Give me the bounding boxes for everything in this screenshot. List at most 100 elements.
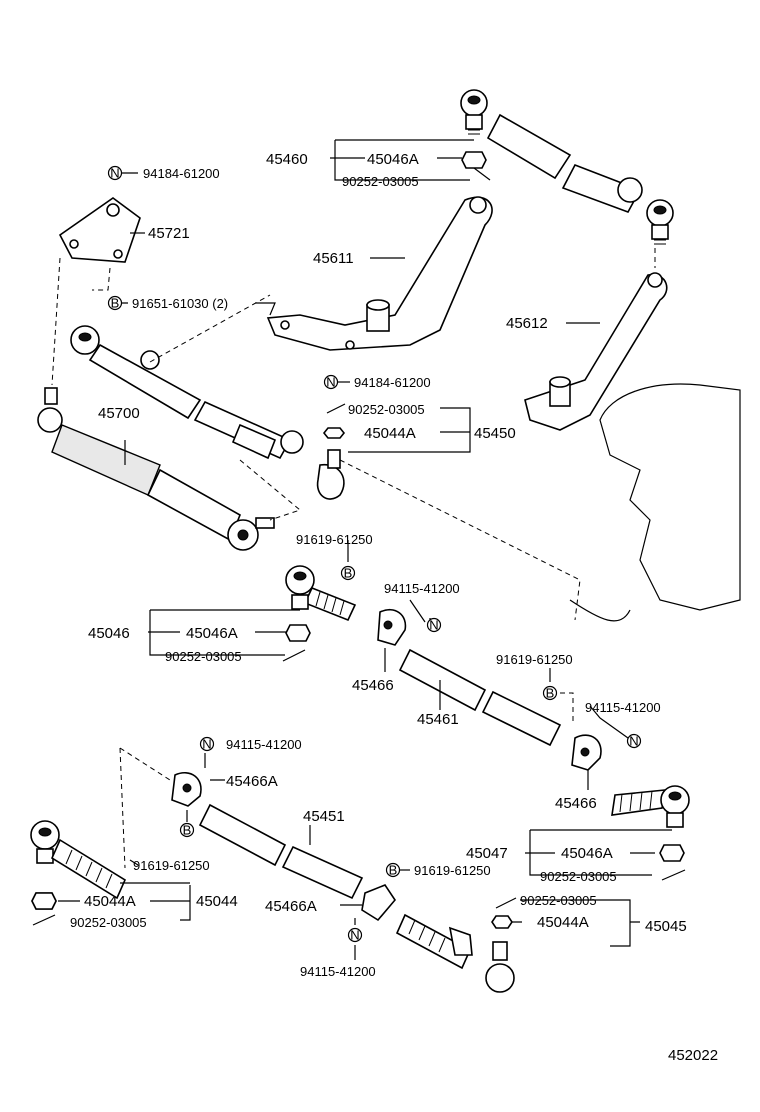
label-94115-b: 94115-41200	[585, 700, 661, 715]
dash-guide-2	[92, 267, 111, 291]
cotter-pin-top	[473, 167, 491, 181]
clamp-45466-lower	[571, 734, 602, 771]
cotter-pin-icon-right	[661, 869, 686, 881]
label-91619-d: 91619-61250	[414, 863, 491, 878]
dash-guide-7	[119, 747, 171, 781]
steering-damper-45700	[37, 387, 275, 551]
relay-rod-center	[70, 325, 345, 500]
idler-arm-45611	[266, 196, 493, 351]
cotter-pin-icon-br	[495, 897, 517, 909]
label-45045: 45045	[645, 918, 687, 935]
label-45461: 45461	[417, 711, 459, 728]
cotter-pin-icon-left	[282, 649, 306, 662]
label-45046A-top: 45046A	[367, 151, 419, 168]
engine-outline	[599, 383, 741, 611]
label-45466-b: 45466	[555, 795, 597, 812]
symbol-bolt-91619-a: B	[340, 566, 356, 581]
tie-rod-end-45045	[395, 913, 515, 993]
label-94115-a: 94115-41200	[384, 581, 460, 596]
castle-nut-icon-br	[491, 915, 513, 929]
label-45450: 45450	[474, 425, 516, 442]
diagram-id: 452022	[668, 1047, 718, 1064]
dash-guide-5	[339, 459, 581, 621]
clamp-45466-upper	[377, 608, 407, 646]
label-45044: 45044	[196, 893, 238, 910]
label-45044A-left: 45044A	[84, 893, 136, 910]
label-45466-a: 45466	[352, 677, 394, 694]
tie-rod-45460	[460, 89, 674, 245]
svg-text:B: B	[111, 296, 120, 311]
dash-guide-9	[560, 692, 574, 725]
svg-text:B: B	[546, 686, 555, 701]
svg-text:N: N	[202, 737, 211, 752]
svg-text:N: N	[350, 928, 359, 943]
tie-rod-end-45047	[611, 785, 690, 862]
svg-text:N: N	[326, 375, 335, 390]
part-labels: 45460 45046A 90252-03005 94184-61200 457…	[70, 151, 718, 1064]
symbol-nut-94115-c: N	[199, 737, 215, 752]
label-91651: 91651-61030 (2)	[132, 296, 228, 311]
leader-lines	[58, 139, 672, 960]
castle-nut-top	[461, 151, 487, 169]
label-90252-top: 90252-03005	[342, 174, 419, 189]
label-90252-mid: 90252-03005	[348, 402, 425, 417]
symbol-nut-94115-d: N	[347, 928, 363, 943]
symbol-nut-94115-a: N	[426, 618, 442, 633]
label-90252-right: 90252-03005	[540, 869, 617, 884]
label-45046A-right: 45046A	[561, 845, 613, 862]
label-45466A-b: 45466A	[265, 898, 317, 915]
label-90252-left: 90252-03005	[165, 649, 242, 664]
symbol-bolt-91619-d: B	[385, 863, 401, 878]
sleeve-45461	[398, 648, 562, 747]
dash-guide-8	[119, 747, 126, 869]
svg-text:N: N	[110, 166, 119, 181]
label-94115-c: 94115-41200	[226, 737, 302, 752]
symbol-bolt-91651: B	[107, 296, 123, 311]
sleeve-45451	[198, 803, 364, 900]
label-45612: 45612	[506, 315, 548, 332]
svg-text:B: B	[389, 863, 398, 878]
svg-text:B: B	[344, 566, 353, 581]
symbol-bolt-91619-c: B	[179, 823, 195, 838]
svg-text:B: B	[183, 823, 192, 838]
symbol-nut-94184-a: N	[107, 166, 123, 181]
bracket-45721	[58, 197, 141, 263]
label-91619-b: 91619-61250	[496, 652, 573, 667]
tie-rod-end-45046	[285, 565, 357, 642]
label-90252-bl: 90252-03005	[70, 915, 147, 930]
clamp-45466A-lower	[361, 884, 397, 922]
label-45044A-mid: 45044A	[364, 425, 416, 442]
clamp-45466A-upper	[171, 771, 202, 807]
label-45046: 45046	[88, 625, 130, 642]
idler-arm-45612	[524, 272, 668, 431]
cotter-pin-icon-bl	[32, 914, 56, 926]
label-91619-c: 91619-61250	[133, 858, 210, 873]
label-45460: 45460	[266, 151, 308, 168]
label-90252-br: 90252-03005	[520, 893, 597, 908]
dash-guide-4	[239, 459, 302, 521]
cotter-pin-icon-mid	[326, 403, 346, 414]
dash-guide-1	[51, 257, 61, 386]
label-45466A-a: 45466A	[226, 773, 278, 790]
label-45721: 45721	[148, 225, 190, 242]
castle-nut-icon-mid	[322, 427, 346, 439]
label-94184-b: 94184-61200	[354, 375, 431, 390]
label-45451: 45451	[303, 808, 345, 825]
svg-text:N: N	[629, 734, 638, 749]
symbol-nut-94184-b: N	[323, 375, 339, 390]
symbol-nut-94115-b: N	[626, 734, 642, 749]
svg-text:N: N	[429, 618, 438, 633]
label-45611: 45611	[313, 250, 354, 267]
label-45047: 45047	[466, 845, 508, 862]
arm-link-45612	[569, 599, 631, 622]
label-94184-a: 94184-61200	[143, 166, 220, 181]
label-45044A-right: 45044A	[537, 914, 589, 931]
castle-nut-icon-bl	[31, 892, 57, 910]
label-45046A-left: 45046A	[186, 625, 238, 642]
label-45700: 45700	[98, 405, 140, 422]
label-94115-d: 94115-41200	[300, 964, 376, 979]
label-91619-a: 91619-61250	[296, 532, 373, 547]
dash-guide-3	[149, 294, 271, 363]
symbol-bolt-91619-b: B	[542, 686, 558, 701]
